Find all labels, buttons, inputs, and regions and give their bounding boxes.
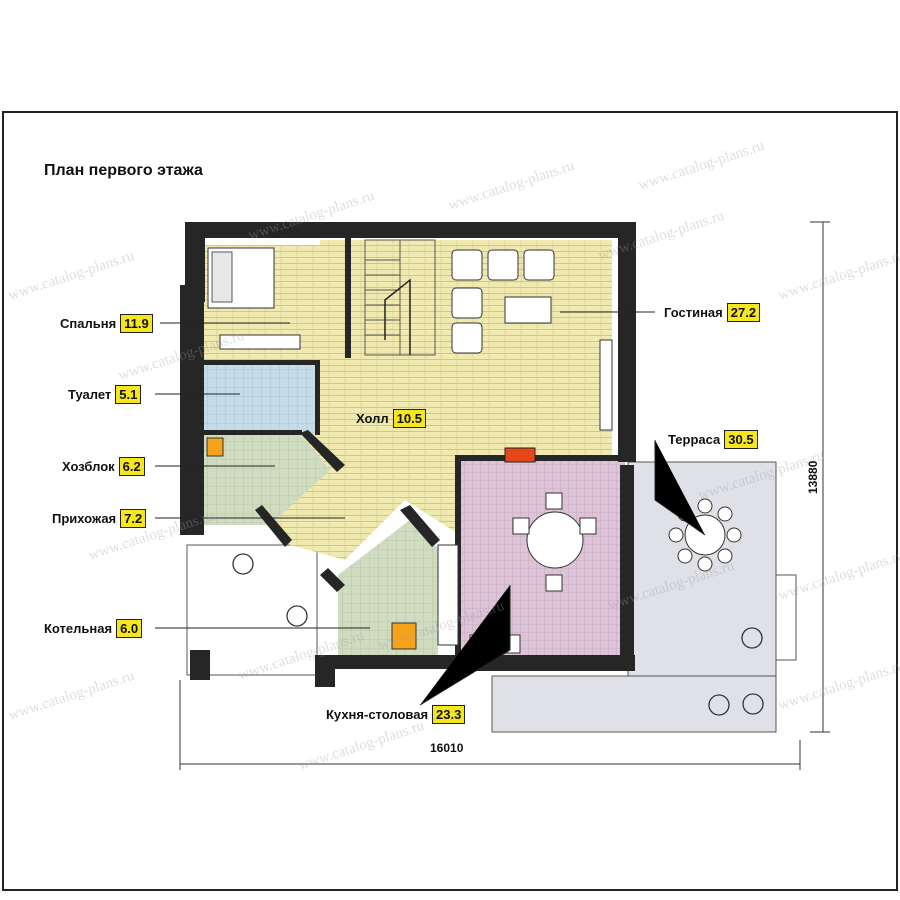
room-name: Туалет	[64, 386, 116, 402]
room-label-terrasa: Терраса 30.5	[664, 429, 758, 449]
room-area-badge: 11.9	[120, 313, 153, 333]
watermark-text: www.catalog-plans.ru	[446, 158, 576, 214]
room-name: Холл	[356, 410, 389, 426]
room-name: Спальня	[56, 315, 121, 331]
dimension-depth: 13880	[806, 460, 820, 494]
room-area-badge: 6.0	[116, 618, 143, 638]
room-label-kotelnaya: Котельная 6.0	[40, 618, 143, 638]
room-name: Прихожая	[48, 510, 121, 526]
watermark-text: www.catalog-plans.ru	[776, 658, 900, 714]
room-name: Терраса	[664, 431, 725, 447]
room-area-badge: 10.5	[392, 408, 426, 428]
room-label-spalnya: Спальня 11.9	[56, 313, 153, 333]
room-area-badge: 5.1	[115, 384, 142, 404]
room-area-badge: 30.5	[724, 429, 758, 449]
watermark-text: www.catalog-plans.ru	[296, 718, 426, 774]
watermark-text: www.catalog-plans.ru	[636, 138, 766, 194]
room-label-tualet: Туалет 5.1	[64, 384, 142, 404]
room-label-kuhnya: Кухня-столовая 23.3	[322, 704, 466, 724]
room-name: Котельная	[40, 620, 117, 636]
room-name: Хозблок	[58, 458, 119, 474]
room-area-badge: 23.3	[432, 704, 466, 724]
room-area-badge: 6.2	[118, 456, 145, 476]
dimension-width: 16010	[430, 741, 464, 755]
watermark-text: www.catalog-plans.ru	[6, 248, 136, 304]
room-name: Гостиная	[660, 304, 727, 320]
room-name: Кухня-столовая	[322, 706, 433, 722]
watermark-text: www.catalog-plans.ru	[6, 668, 136, 724]
room-label-hozblok: Хозблок 6.2	[58, 456, 145, 476]
plan-title: План первого этажа	[44, 162, 203, 179]
room-label-holl: Холл 10.5	[352, 408, 426, 428]
room-area-badge: 7.2	[120, 508, 147, 528]
watermark-text: www.catalog-plans.ru	[776, 248, 900, 304]
room-label-gostinaya: Гостиная 27.2	[660, 302, 761, 322]
room-label-prihozhaya: Прихожая 7.2	[48, 508, 147, 528]
room-area-badge: 27.2	[726, 302, 761, 322]
